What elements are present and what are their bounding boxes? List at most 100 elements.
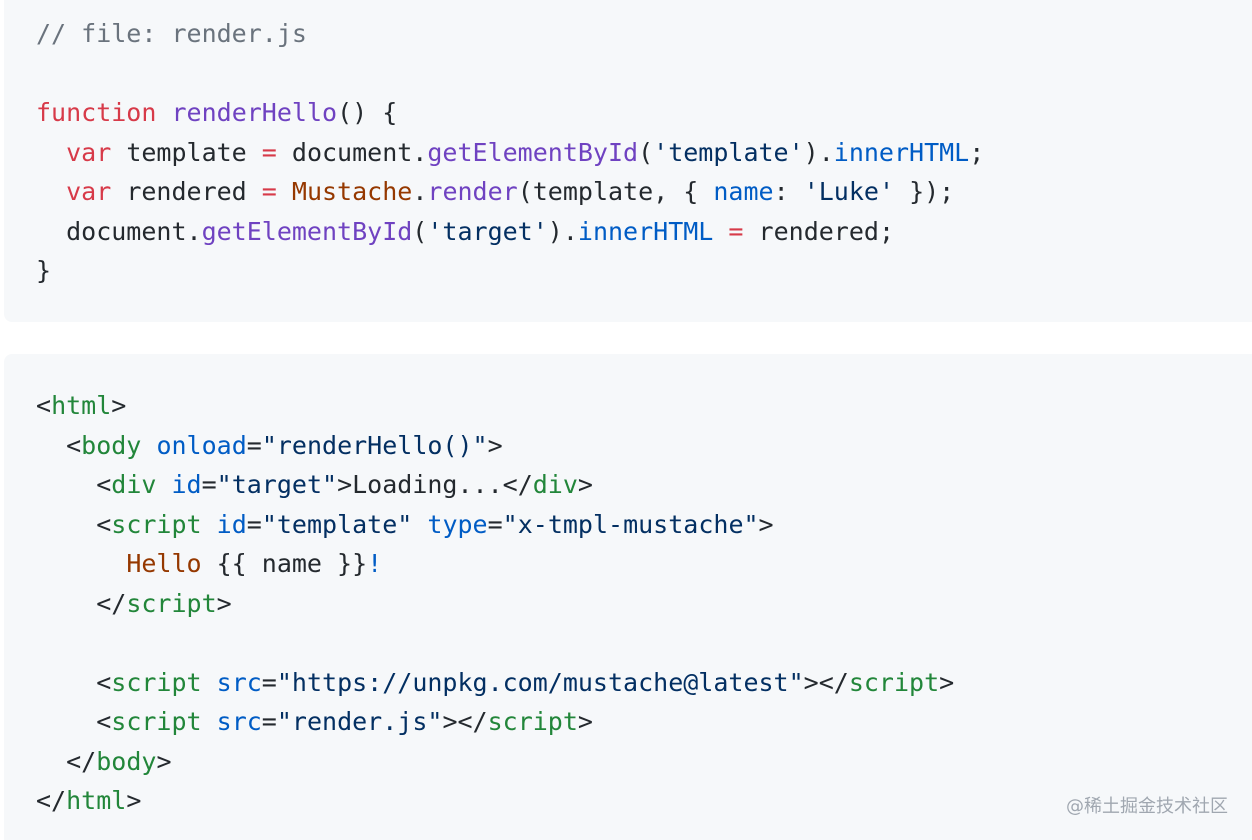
- code-token-op: =: [728, 216, 744, 246]
- code-line: </script>: [36, 584, 954, 624]
- code-token-plain: </: [36, 746, 97, 776]
- code-token-string: 'target': [427, 216, 548, 246]
- code-token-tag: script: [487, 707, 578, 736]
- code-token-op: =: [261, 177, 277, 206]
- code-token-attr: onload: [156, 430, 247, 460]
- code-line: document.getElementById('target').innerH…: [36, 212, 984, 252]
- code-block-js: // file: render.js function renderHello(…: [4, 0, 1252, 322]
- code-content-html: <html> <body onload="renderHello()"> <di…: [36, 386, 954, 821]
- code-token-attr: id: [171, 470, 202, 499]
- code-line: <script src="render.js"></script>: [36, 702, 954, 742]
- code-token-plain: rendered;: [743, 216, 894, 246]
- code-token-string: "render.js": [276, 707, 443, 736]
- code-line: <script src="https://unpkg.com/mustache@…: [36, 663, 954, 703]
- code-token-classname: Mustache: [291, 177, 413, 206]
- code-token-plain: >: [577, 470, 593, 499]
- code-token-plain: >: [156, 746, 172, 776]
- code-token-tag: script: [848, 667, 940, 697]
- code-token-tag: html: [66, 786, 127, 815]
- code-token-tag: script: [111, 509, 202, 539]
- code-token-plain: (: [638, 137, 654, 167]
- code-token-plain: >: [577, 707, 593, 736]
- code-token-plain: [36, 138, 66, 167]
- code-token-plain: [156, 470, 171, 499]
- code-line: <div id="target">Loading...</div>: [36, 465, 954, 505]
- code-block-html: <html> <body onload="renderHello()"> <di…: [4, 354, 1252, 840]
- code-token-plain: template: [111, 137, 262, 167]
- code-token-plain: >Loading...</: [337, 470, 533, 499]
- code-token-plain: [202, 668, 217, 697]
- code-line: var rendered = Mustache.render(template,…: [36, 172, 984, 212]
- code-line: </html>: [36, 781, 954, 821]
- code-token-plain: ></: [442, 707, 488, 736]
- code-token-plain: =: [246, 430, 262, 460]
- code-token-string: "https://unpkg.com/mustache@latest": [276, 667, 804, 697]
- code-token-plain: [156, 98, 171, 127]
- code-token-plain: >: [216, 588, 232, 618]
- code-token-plain: <: [36, 707, 112, 736]
- code-line: function renderHello() {: [36, 93, 984, 133]
- code-token-plain: });: [894, 177, 955, 206]
- code-token-plain: {{ name }}: [201, 549, 368, 578]
- code-token-fn: getElementById: [427, 137, 639, 167]
- code-token-plain: >: [939, 667, 955, 697]
- code-token-keyword: var: [66, 137, 112, 167]
- code-token-plain: [36, 177, 66, 206]
- code-token-attr: src: [216, 667, 262, 697]
- code-token-plain: <: [36, 509, 112, 539]
- code-token-tag: script: [111, 707, 202, 736]
- code-token-plain: <: [36, 430, 82, 460]
- code-token-plain: [202, 510, 217, 539]
- code-token-plain: ).: [547, 216, 578, 246]
- code-token-plain: >: [111, 391, 127, 420]
- code-line: <body onload="renderHello()">: [36, 426, 954, 466]
- code-line: // file: render.js: [36, 14, 984, 54]
- code-line: <script id="template" type="x-tmpl-musta…: [36, 505, 954, 545]
- code-token-prop: innerHTML: [833, 137, 970, 167]
- code-token-plain: :: [773, 177, 804, 206]
- code-token-plain: </: [36, 588, 127, 618]
- code-token-fn: render: [427, 177, 518, 206]
- code-token-text-orange: Hello: [126, 549, 202, 578]
- code-token-plain: [412, 510, 427, 539]
- code-token-plain: <: [36, 391, 52, 420]
- code-token-prop: name: [713, 177, 774, 206]
- code-token-plain: document.: [36, 216, 202, 246]
- code-token-plain: [36, 549, 126, 578]
- code-token-plain: (template, {: [517, 177, 714, 206]
- code-token-plain: [202, 707, 217, 736]
- code-line: </body>: [36, 742, 954, 782]
- code-token-tag: body: [96, 746, 157, 776]
- code-token-plain: =: [201, 470, 217, 499]
- code-token-tag: div: [532, 470, 578, 499]
- code-token-plain: (: [412, 216, 428, 246]
- code-token-op: =: [261, 137, 277, 167]
- code-token-fn: getElementById: [201, 216, 413, 246]
- code-token-string: "template": [261, 509, 413, 539]
- code-token-string: "renderHello()": [261, 430, 488, 460]
- code-token-tag: body: [81, 430, 142, 460]
- code-token-plain: ;: [969, 137, 985, 167]
- code-token-plain: [141, 431, 156, 460]
- code-token-string: 'Luke': [803, 177, 895, 206]
- code-token-comment: // file: render.js: [36, 19, 307, 48]
- code-token-attr: src: [216, 707, 262, 736]
- code-token-keyword: function: [36, 98, 157, 127]
- code-token-plain: <: [36, 470, 112, 499]
- code-line: [36, 54, 984, 94]
- code-token-plain: ></: [803, 667, 849, 697]
- code-token-plain: .: [412, 177, 428, 206]
- code-token-attr: id: [216, 509, 247, 539]
- code-token-punct-blue: !: [367, 549, 383, 578]
- code-token-plain: document.: [276, 137, 428, 167]
- code-token-tag: script: [126, 588, 217, 618]
- code-token-plain: =: [487, 509, 503, 539]
- code-token-string: 'template': [653, 137, 804, 167]
- code-line: }: [36, 251, 984, 291]
- code-token-plain: =: [261, 667, 277, 697]
- code-token-tag: html: [51, 391, 112, 420]
- code-token-string: "x-tmpl-mustache": [502, 509, 759, 539]
- code-token-attr: type: [427, 509, 488, 539]
- code-token-keyword: var: [66, 177, 112, 206]
- code-token-plain: >: [487, 430, 503, 460]
